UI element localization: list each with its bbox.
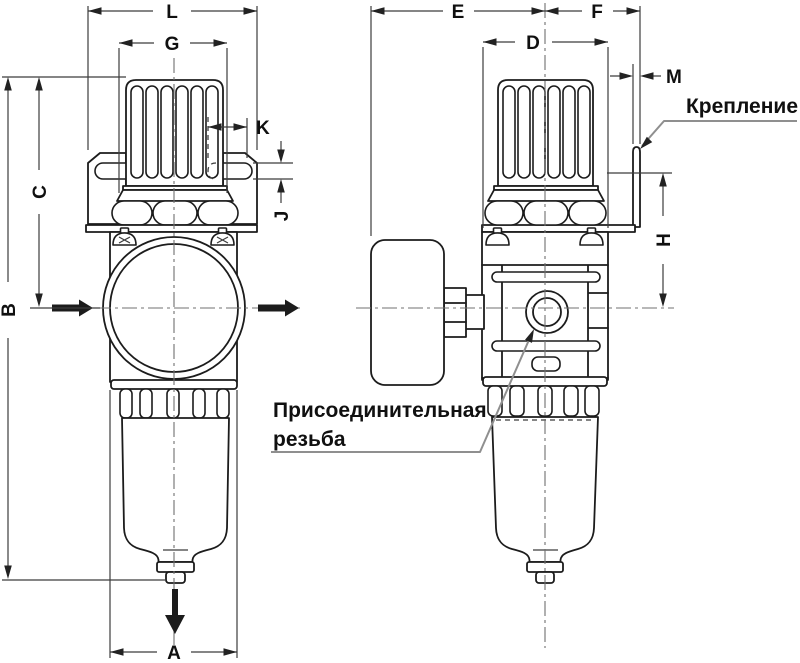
dimension-H: H (607, 172, 675, 307)
dimension-label-B: B (0, 303, 20, 317)
drain-flange-front (156, 561, 195, 573)
bowl-front (121, 417, 230, 563)
lock-nut-front (111, 200, 239, 226)
dimension-J: J (253, 141, 293, 221)
body-slot-lower (491, 340, 601, 352)
dimension-label-A: A (167, 643, 181, 663)
dimension-A: A (109, 390, 238, 663)
dimension-label-F: F (591, 2, 603, 23)
dimension-F: F (545, 2, 641, 144)
dimension-D: D (482, 33, 609, 228)
dimension-E: E (370, 2, 545, 236)
centerlines (96, 3, 674, 648)
dimension-label-K: K (256, 118, 270, 139)
bowl-ribs-front (119, 388, 230, 419)
screw-left (112, 227, 137, 246)
knob-base-taper (116, 189, 234, 202)
bowl-ribs-side (487, 385, 600, 417)
annotation-mounting: Крепление (637, 95, 798, 152)
front-view (85, 79, 258, 584)
drain-tip-front (165, 571, 186, 584)
dimensions-front: L G C B K (0, 2, 293, 663)
bracket-plate-front (85, 224, 258, 233)
knob-flutes-side (502, 85, 591, 179)
dimension-K: K (207, 117, 270, 180)
annotation-thread: Присоединительная резьба (271, 327, 538, 453)
gauge-hex-nut (443, 287, 467, 338)
bracket-side (632, 146, 641, 228)
screw-right-side (579, 227, 604, 246)
dimension-M: M (610, 64, 682, 144)
dimension-C: C (2, 76, 126, 309)
dimension-L: L (87, 2, 258, 150)
dimension-label-G: G (165, 34, 180, 55)
thread-leader-line (271, 332, 533, 453)
dimension-label-D: D (526, 33, 540, 54)
dimension-G: G (118, 34, 228, 193)
gauge-stem (464, 294, 485, 330)
gauge-hex-facets (443, 302, 467, 323)
bracket-plate-side (481, 224, 636, 233)
dimension-label-J: J (272, 211, 293, 222)
port-inner (532, 297, 562, 327)
thread-label-line1: Присоединительная (273, 399, 487, 422)
body-small-slot (531, 356, 561, 372)
knob-flutes-front (130, 85, 219, 179)
dimensions-side: E F D M H (370, 2, 682, 307)
mounting-label: Крепление (686, 95, 798, 118)
dimension-label-C: C (30, 185, 51, 199)
dimension-label-H: H (654, 233, 675, 247)
screw-right (210, 227, 235, 246)
drain-flow-arrow (165, 589, 185, 634)
mounting-leader-line (641, 120, 797, 147)
outlet-flow-arrow (258, 299, 299, 317)
dimension-B: B (0, 77, 166, 581)
screw-left-side (485, 227, 510, 246)
thread-label-line2: резьба (273, 428, 346, 451)
dimension-label-L: L (166, 2, 178, 23)
knob-base-taper-side (487, 189, 605, 202)
body-slot-upper (491, 271, 601, 283)
lock-nut-side (484, 200, 607, 226)
gauge-side (370, 239, 445, 386)
dimension-label-E: E (452, 2, 465, 23)
side-view (370, 79, 641, 584)
dimension-label-M: M (666, 67, 682, 88)
